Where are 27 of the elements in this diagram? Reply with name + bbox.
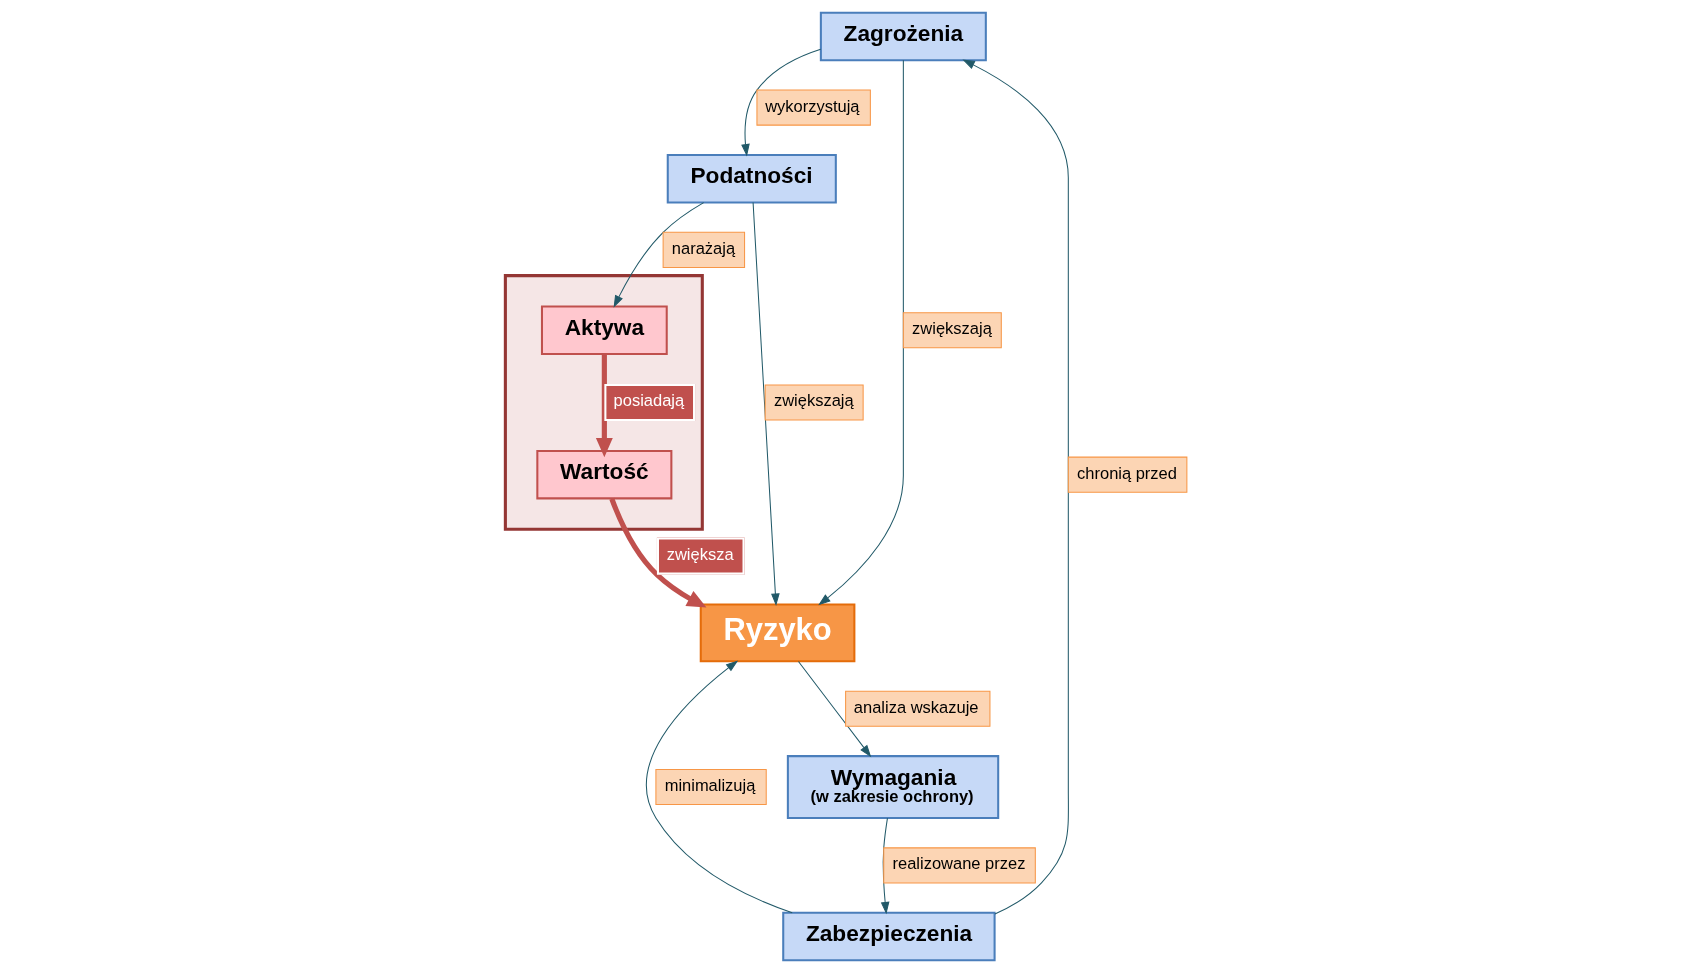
arrow (613, 202, 705, 308)
edge-label: zwiększają (773, 391, 854, 410)
arrow (609, 497, 707, 608)
node-box: Aktywa (540, 305, 668, 356)
arrow (962, 59, 1069, 915)
arrow (797, 660, 872, 758)
edge-label: zwiększa (666, 545, 734, 564)
edge-label: chronią przed (1077, 463, 1177, 482)
arrow (646, 660, 793, 914)
arrow (752, 202, 780, 606)
node-box: Wymagania (w zakresie ochrony) (786, 755, 1000, 819)
arrow (741, 48, 822, 157)
edge-label: analiza wskazuje (853, 697, 979, 716)
edge-label: realizowane przez (892, 854, 1026, 873)
edge-label: wykorzystują (765, 96, 860, 115)
node-box: Podatności (666, 154, 837, 204)
edge-label: zwiększają (912, 319, 992, 338)
node-box: Zabezpieczenia (782, 911, 996, 962)
node-box: Zagrożenia (819, 11, 987, 62)
node-box: Wartość (536, 449, 673, 500)
edge-label: posiadają (613, 391, 685, 410)
arrow (595, 354, 613, 458)
edge-label: narażają (671, 238, 736, 257)
arrow (818, 59, 904, 606)
edge-label: minimalizują (664, 775, 756, 794)
cluster (503, 274, 704, 531)
node-box: Ryzyko (699, 603, 856, 663)
